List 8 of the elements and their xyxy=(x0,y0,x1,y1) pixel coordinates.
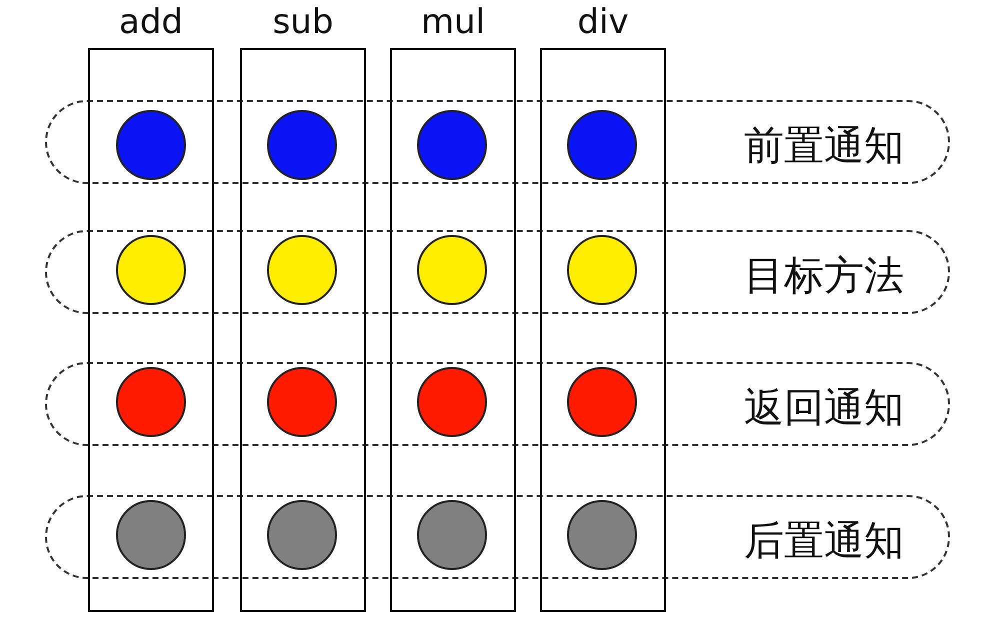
row-label: 目标方法 xyxy=(744,252,904,301)
row-label: 后置通知 xyxy=(744,517,904,566)
column-heading: div xyxy=(576,2,630,42)
row-label: 前置通知 xyxy=(744,122,904,171)
column-heading: sub xyxy=(272,2,334,42)
row-label: 返回通知 xyxy=(744,384,904,433)
column-heading: mul xyxy=(420,2,486,42)
column-heading: add xyxy=(118,2,184,42)
